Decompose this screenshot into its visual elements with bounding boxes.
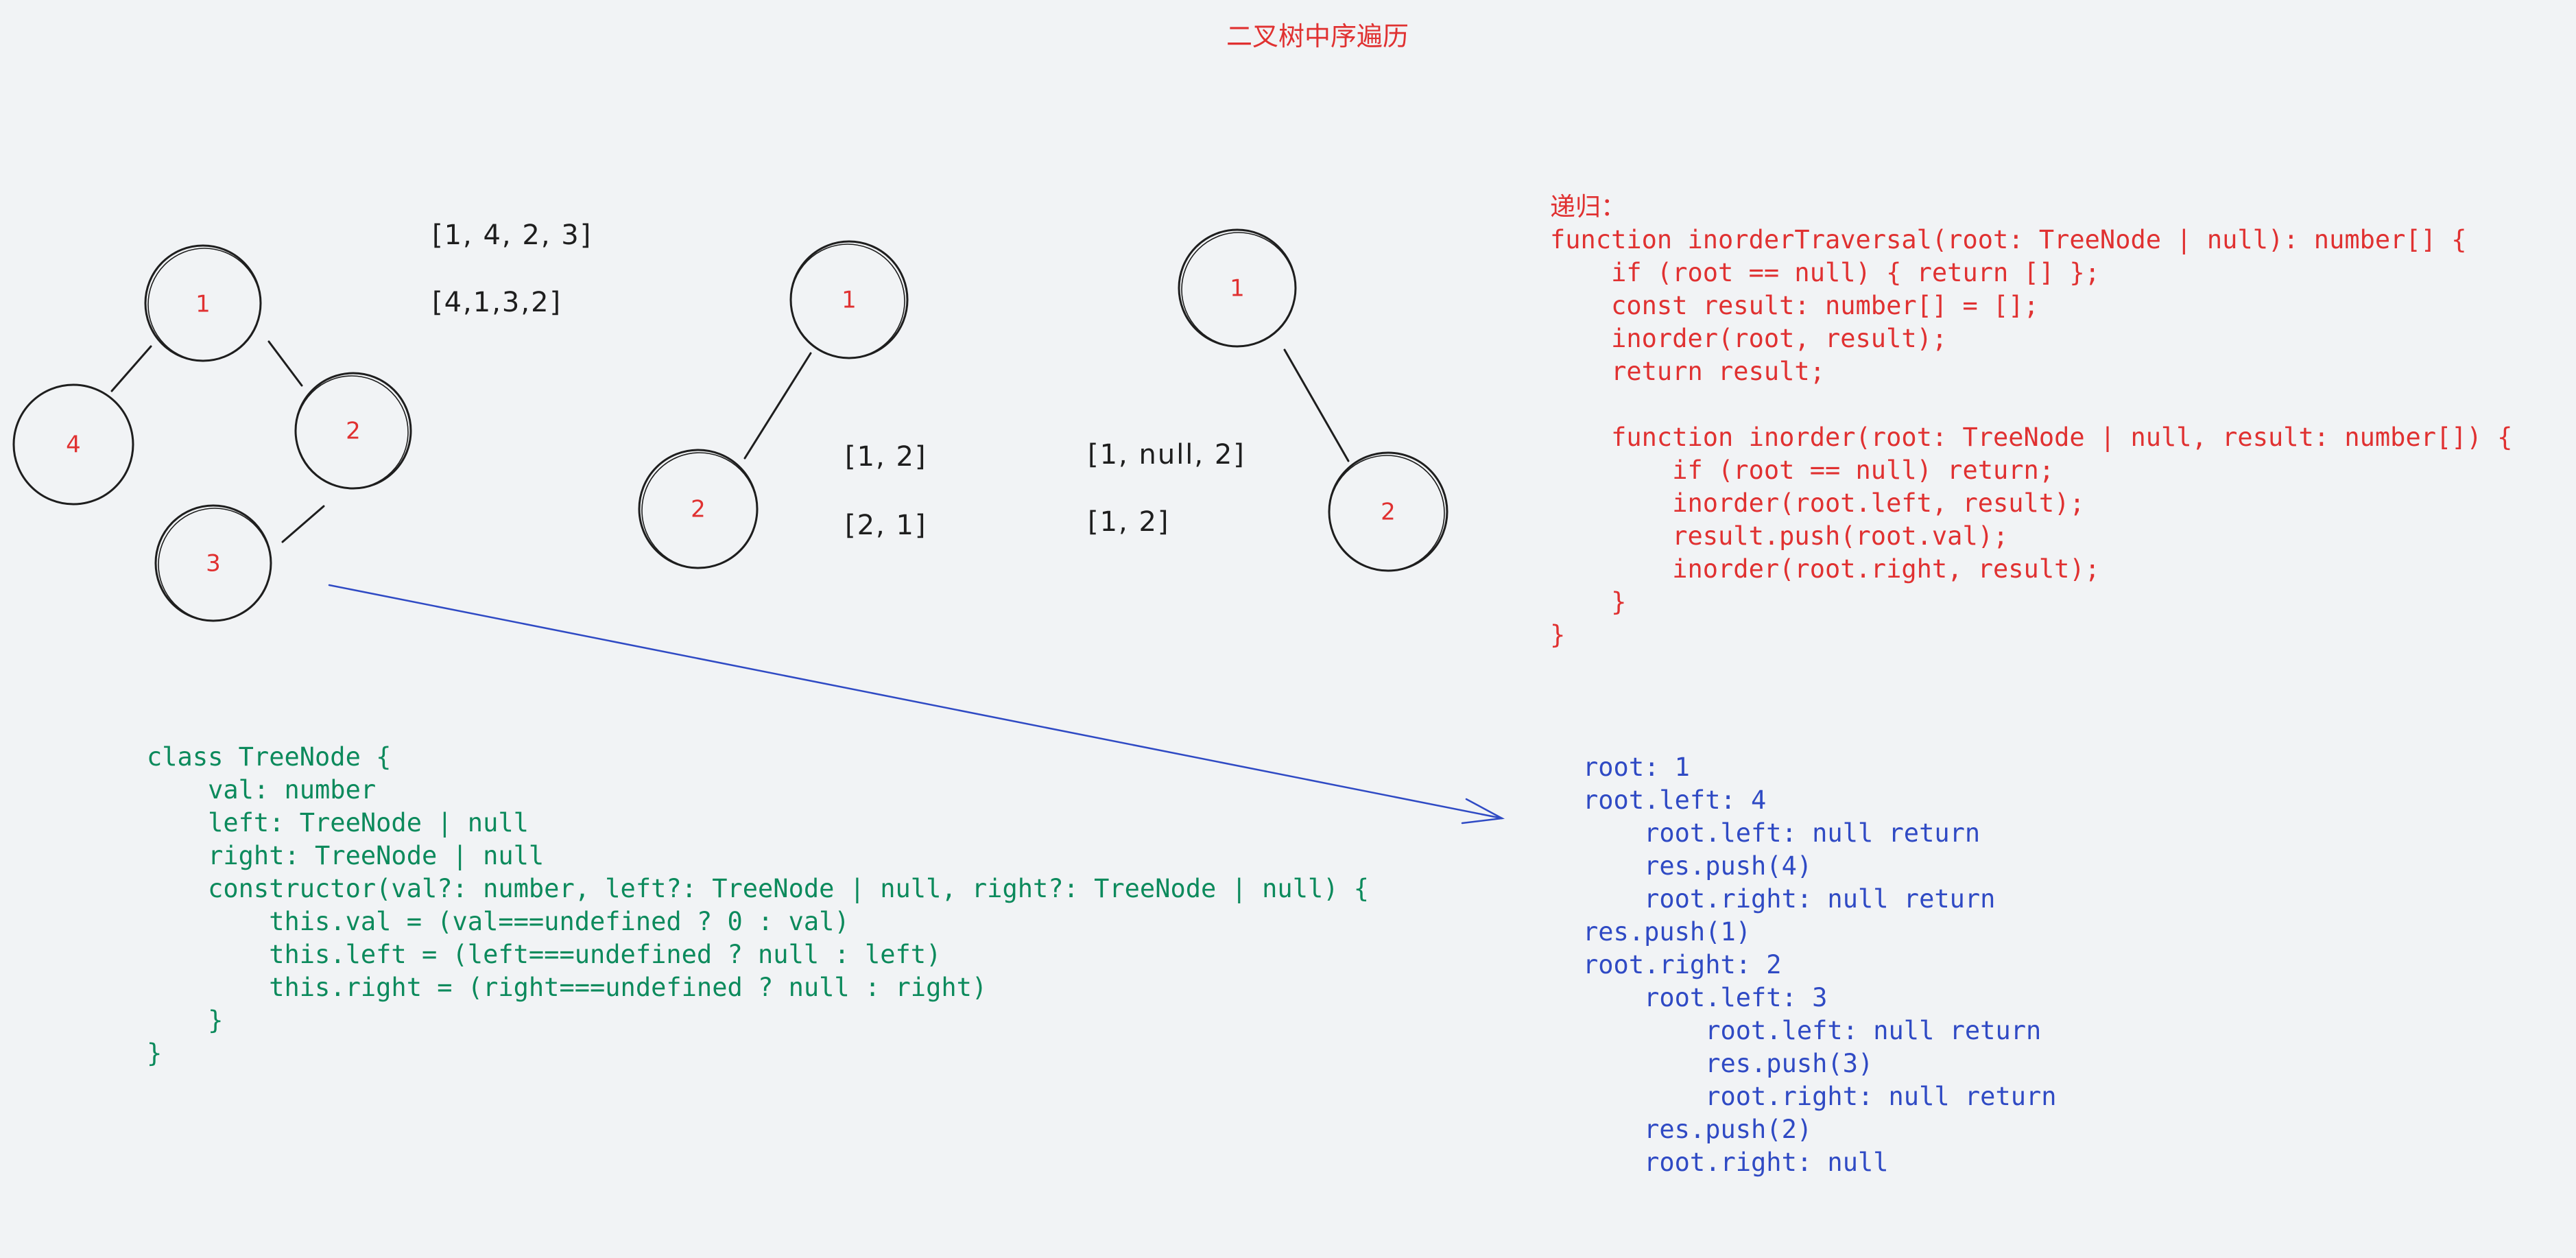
code-line: this.left = (left===undefined ? null : l… — [147, 940, 942, 969]
tree2-node-label: 2 — [691, 496, 706, 523]
treenode-class-code-block: class TreeNode { val: number left: TreeN… — [147, 741, 1369, 1070]
code-line: this.right = (right===undefined ? null :… — [147, 973, 988, 1002]
tree3-level-array: [1, null, 2] — [1088, 439, 1245, 471]
code-line: left: TreeNode | null — [147, 808, 529, 838]
tree2-inorder-array: [2, 1] — [845, 510, 927, 541]
code-line: inorder(root.left, result); — [1550, 488, 2085, 518]
trace-line: root.left: 4 — [1583, 785, 1767, 815]
code-line: result.push(root.val); — [1550, 521, 2009, 551]
trace-line: res.push(3) — [1583, 1049, 1874, 1078]
code-line: } — [147, 1039, 163, 1068]
code-line: function inorder(root: TreeNode | null, … — [1550, 423, 2513, 452]
trace-line: root.left: 3 — [1583, 983, 1828, 1012]
trace-line: root.right: null return — [1583, 1082, 2057, 1111]
tree3-node-label: 2 — [1381, 499, 1396, 526]
trace-line: root.right: null return — [1583, 884, 1996, 914]
trace-line: root.left: null return — [1583, 1016, 2042, 1045]
tree2-level-array: [1, 2] — [845, 441, 927, 473]
tree1-inorder-array: [4,1,3,2] — [432, 287, 562, 318]
tree2-node-label: 1 — [842, 287, 857, 314]
trace-arrow — [328, 584, 1505, 824]
code-line: 递归： — [1550, 192, 1626, 222]
trace-line: res.push(1) — [1583, 917, 1752, 947]
code-line: const result: number[] = []; — [1550, 291, 2039, 320]
code-line: return result; — [1550, 357, 1825, 386]
trace-line: root.right: null — [1583, 1148, 1889, 1177]
code-line: inorder(root, result); — [1550, 324, 1948, 353]
code-line: } — [1550, 587, 1627, 617]
trace-line: res.push(4) — [1583, 851, 1813, 881]
tree1-node-label: 3 — [206, 550, 221, 578]
edge-1-4 — [110, 345, 152, 392]
code-line: this.val = (val===undefined ? 0 : val) — [147, 907, 850, 936]
code-line: } — [1550, 620, 1566, 650]
code-line: constructor(val?: number, left?: TreeNod… — [147, 874, 1370, 903]
edge-2-3 — [281, 505, 325, 543]
trace-line: root: 1 — [1583, 752, 1690, 782]
tree1-node-label: 2 — [346, 418, 361, 445]
page-title: 二叉树中序遍历 — [1226, 21, 1409, 51]
tree1-level-array: [1, 4, 2, 3] — [432, 219, 593, 251]
tree1-node-label: 1 — [195, 291, 211, 318]
tree1-node-label: 4 — [66, 431, 81, 459]
code-line: val: number — [147, 775, 377, 805]
edge-t3-1-2 — [1283, 348, 1350, 462]
trace-line: root.left: null return — [1583, 818, 1981, 848]
code-line: function inorderTraversal(root: TreeNode… — [1550, 225, 2467, 254]
tree3-node-label: 1 — [1230, 275, 1245, 302]
code-line: inorder(root.right, result); — [1550, 554, 2100, 584]
edge-t2-1-2 — [743, 352, 812, 460]
recursion-code-block: 递归： function inorderTraversal(root: TreeN… — [1550, 191, 2512, 652]
code-line: if (root == null) return; — [1550, 455, 2055, 485]
tree1-node-circle — [12, 383, 134, 506]
edge-1-2 — [267, 340, 303, 387]
tree3-inorder-array: [1, 2] — [1088, 506, 1170, 538]
trace-line: res.push(2) — [1583, 1115, 1813, 1144]
code-line: right: TreeNode | null — [147, 841, 545, 870]
trace-line: root.right: 2 — [1583, 950, 1782, 980]
code-line: if (root == null) { return [] }; — [1550, 258, 2100, 287]
code-line: } — [147, 1006, 224, 1035]
code-line: class TreeNode { — [147, 742, 392, 772]
code-line — [1550, 388, 2512, 421]
